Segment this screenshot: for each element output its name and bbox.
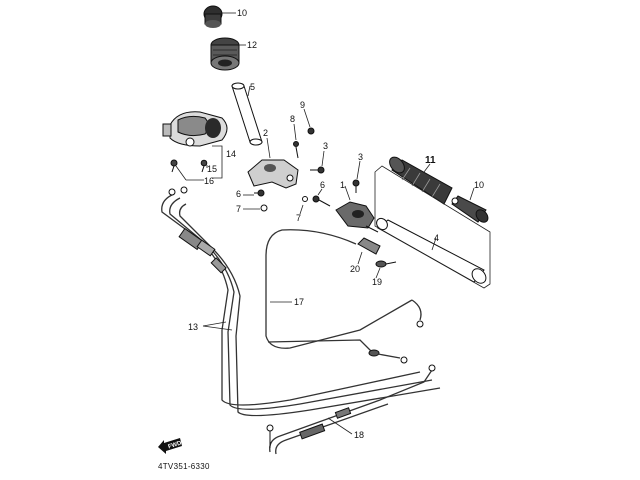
part-18-cable[interactable] bbox=[266, 364, 436, 455]
callout-10-top: 10 bbox=[237, 8, 247, 18]
part-1-throttle-housing[interactable] bbox=[335, 201, 379, 233]
callout-12: 12 bbox=[247, 40, 257, 50]
part-16-bolt[interactable] bbox=[170, 159, 178, 173]
part-5-handlebar-tube[interactable] bbox=[231, 82, 263, 146]
callout-16: 16 bbox=[204, 176, 214, 186]
part-6-bolt-left[interactable] bbox=[254, 189, 265, 197]
part-7-washer-left[interactable] bbox=[260, 204, 268, 212]
part-13-cable-bundle[interactable] bbox=[161, 186, 441, 417]
part-12-grip-left[interactable] bbox=[210, 37, 240, 71]
callout-19: 19 bbox=[372, 277, 382, 287]
callout-7-left: 7 bbox=[236, 204, 241, 214]
part-3-screw-center[interactable] bbox=[310, 166, 325, 174]
part-19-clamp[interactable] bbox=[375, 260, 397, 268]
callout-17: 17 bbox=[294, 297, 304, 307]
callout-4: 4 bbox=[434, 233, 439, 243]
part-7-washer-right[interactable] bbox=[302, 196, 308, 202]
callout-20: 20 bbox=[350, 264, 360, 274]
part-9-nut[interactable] bbox=[307, 127, 315, 135]
callout-3-center: 3 bbox=[323, 141, 328, 151]
part-3-screw-right[interactable] bbox=[352, 179, 360, 193]
callout-7-right: 7 bbox=[296, 213, 301, 223]
callout-3-right: 3 bbox=[358, 152, 363, 162]
callout-11: 11 bbox=[425, 155, 436, 166]
fwd-arrow-icon: FWD bbox=[158, 438, 183, 454]
callout-14: 14 bbox=[226, 149, 236, 159]
diagram-code: 4TV351-6330 bbox=[158, 462, 210, 471]
part-11-grip-right[interactable] bbox=[387, 154, 453, 205]
part-20-cable-guide[interactable] bbox=[357, 237, 381, 255]
part-8-bolt[interactable] bbox=[293, 141, 299, 159]
callout-9: 9 bbox=[300, 100, 305, 110]
part-15-screw[interactable] bbox=[200, 159, 208, 173]
callout-15: 15 bbox=[207, 164, 217, 174]
callout-6-right: 6 bbox=[320, 180, 325, 190]
part-10-bar-end-left[interactable] bbox=[203, 5, 223, 28]
callout-18: 18 bbox=[354, 430, 364, 440]
fwd-label: FWD bbox=[167, 440, 182, 450]
callout-5: 5 bbox=[250, 82, 255, 92]
callout-2: 2 bbox=[263, 128, 268, 138]
callout-6-left: 6 bbox=[236, 189, 241, 199]
callout-13: 13 bbox=[188, 322, 198, 332]
part-17-cable[interactable] bbox=[265, 229, 424, 364]
callout-1: 1 bbox=[340, 180, 345, 190]
part-14-lever-holder[interactable] bbox=[162, 111, 228, 147]
part-10-bar-end-right[interactable] bbox=[451, 195, 490, 225]
callout-8: 8 bbox=[290, 114, 295, 124]
callout-10-right: 10 bbox=[474, 180, 484, 190]
part-2-bracket[interactable] bbox=[247, 159, 299, 189]
part-4-throttle-tube[interactable] bbox=[374, 216, 488, 286]
part-6-bolt-right[interactable] bbox=[312, 195, 331, 207]
